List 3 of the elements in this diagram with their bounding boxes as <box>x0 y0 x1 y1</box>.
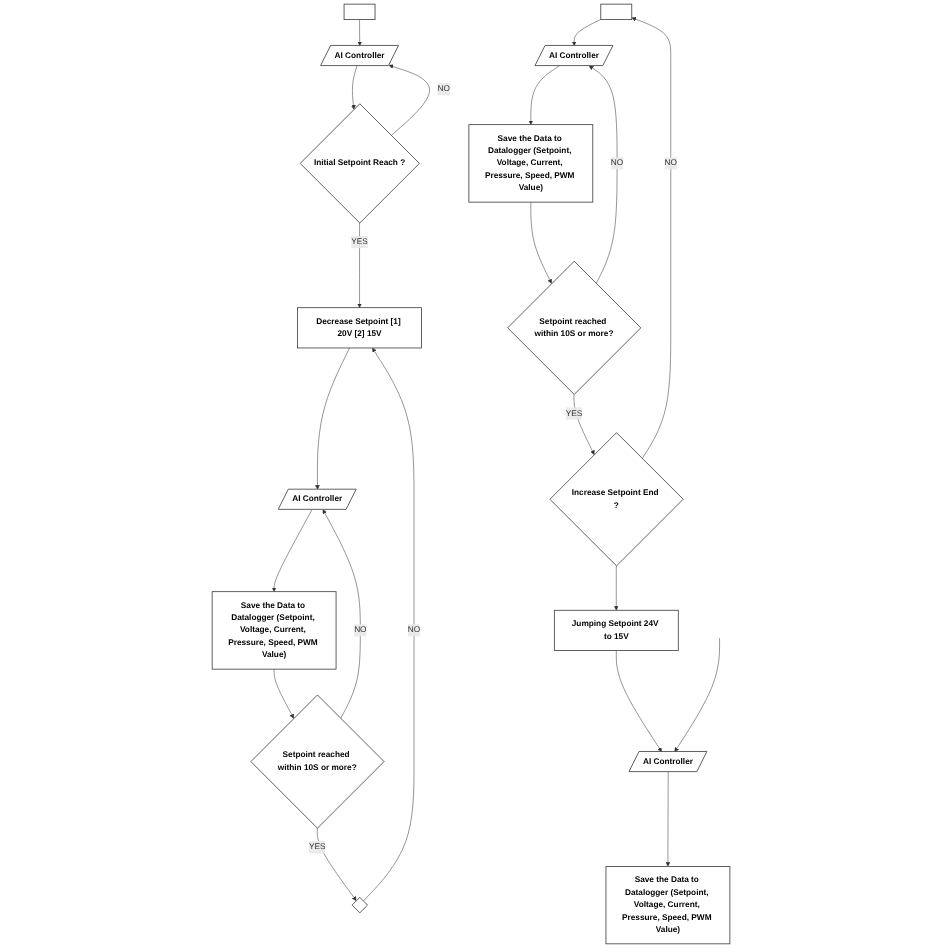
node-box <box>600 3 633 20</box>
node-diamond <box>352 897 369 914</box>
node-box <box>344 3 376 20</box>
